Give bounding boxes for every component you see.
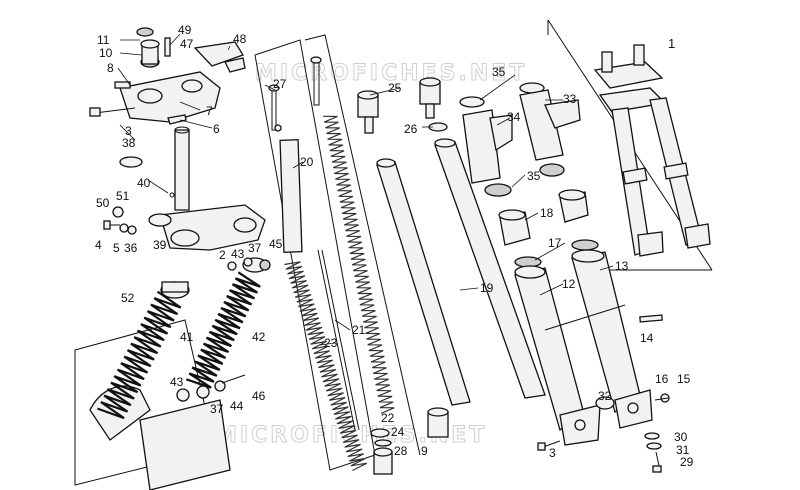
fork-caps-25-26 (357, 77, 448, 134)
label-part-27: 27 (273, 77, 287, 91)
fork-coil-23 (284, 261, 368, 472)
label-part-11: 11 (97, 33, 110, 47)
label-part-29: 29 (680, 455, 694, 469)
label-part-50: 50 (96, 196, 110, 210)
label-part-43b: 43 (170, 375, 184, 389)
label-part-28: 28 (394, 444, 408, 458)
label-part-26: 26 (404, 122, 418, 136)
fork-seals-18 (498, 189, 589, 246)
label-part-3b: 3 (549, 446, 556, 460)
label-part-43a: 43 (231, 247, 245, 261)
label-part-39: 39 (153, 238, 167, 252)
label-part-38: 38 (122, 136, 136, 150)
watermark-top: MICROFICHES.NET (255, 61, 527, 86)
fork-covers-33-34-35 (459, 82, 581, 197)
label-part-1: 1 (668, 36, 675, 51)
label-part-6: 6 (213, 122, 220, 136)
small-fasteners (103, 206, 137, 235)
label-part-13: 13 (615, 259, 629, 273)
label-part-51: 51 (116, 189, 130, 203)
label-part-33: 33 (563, 92, 577, 106)
label-part-40: 40 (137, 176, 151, 190)
label-part-4: 4 (95, 238, 102, 252)
label-part-48: 48 (233, 32, 247, 46)
label-part-10: 10 (99, 46, 113, 60)
label-part-37b: 37 (210, 402, 224, 416)
fork-coil-right (323, 115, 395, 414)
label-part-34: 34 (507, 110, 521, 124)
lower-fork-legs-12-13 (514, 239, 653, 446)
label-part-20: 20 (300, 155, 314, 169)
damper-rod-20 (268, 84, 303, 253)
label-part-42: 42 (252, 330, 266, 344)
part-number-labels: 1 2 3 3 4 5 6 7 8 9 10 11 12 13 14 15 16… (95, 23, 694, 469)
label-part-45: 45 (269, 237, 283, 251)
label-part-32: 32 (598, 389, 612, 403)
shock-spring-42 (185, 271, 261, 389)
label-part-19: 19 (480, 281, 494, 295)
label-part-44: 44 (230, 399, 244, 413)
upper-triple-clamp (89, 27, 246, 123)
label-part-7: 7 (206, 104, 213, 118)
assembled-fork-1 (593, 44, 711, 257)
label-part-3a: 3 (125, 124, 132, 138)
leader-lines (117, 33, 614, 346)
label-part-24: 24 (391, 425, 405, 439)
shock-coil-42 (185, 271, 261, 389)
label-part-17: 17 (548, 236, 562, 250)
label-part-15: 15 (677, 372, 691, 386)
fork-spring-23 (284, 261, 368, 472)
fork-spring-right (323, 115, 395, 414)
fork-bolts (537, 314, 670, 473)
stanchion-tubes-19 (376, 138, 546, 406)
label-part-37a: 37 (248, 241, 262, 255)
label-part-14: 14 (640, 331, 654, 345)
label-part-9: 9 (421, 444, 428, 458)
label-part-2: 2 (219, 248, 226, 262)
label-part-52: 52 (121, 291, 135, 305)
label-part-21: 21 (352, 323, 366, 337)
label-part-31: 31 (676, 443, 690, 457)
label-part-47: 47 (180, 37, 194, 51)
label-part-36: 36 (124, 241, 138, 255)
label-part-30: 30 (674, 430, 688, 444)
label-part-16: 16 (655, 372, 669, 386)
label-part-35b: 35 (527, 169, 541, 183)
label-part-41: 41 (180, 330, 194, 344)
label-part-8: 8 (107, 61, 114, 75)
shock-spring-52-41 (97, 290, 182, 420)
shock-coil-41 (97, 290, 182, 420)
damper-rod-21 (310, 56, 360, 431)
shock-washers (176, 257, 253, 402)
label-part-49: 49 (178, 23, 192, 37)
label-part-35a: 35 (492, 65, 506, 79)
damper-bottom-parts (370, 407, 449, 475)
label-part-18: 18 (540, 206, 554, 220)
label-part-22: 22 (381, 411, 395, 425)
label-part-5: 5 (113, 241, 120, 255)
rear-shocks (74, 257, 271, 490)
steering-stem (119, 114, 266, 251)
label-part-23: 23 (324, 336, 338, 350)
label-part-46: 46 (252, 389, 266, 403)
label-part-25: 25 (388, 81, 402, 95)
label-part-12: 12 (562, 277, 576, 291)
